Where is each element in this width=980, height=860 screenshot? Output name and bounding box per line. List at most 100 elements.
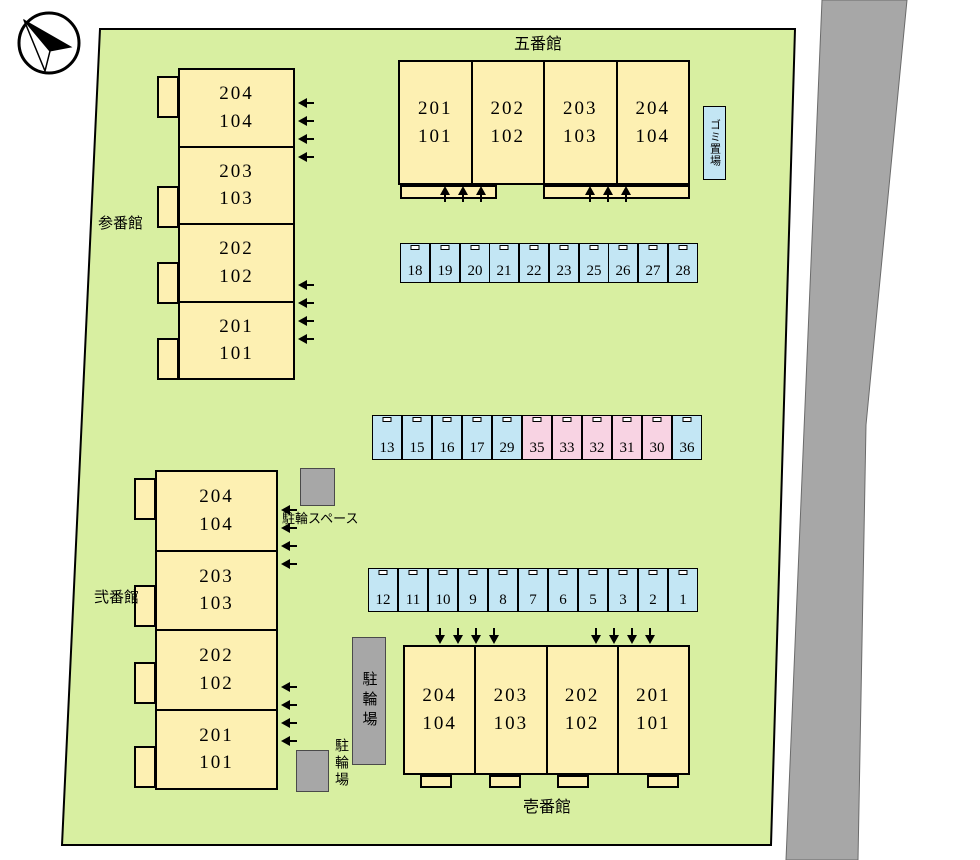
parking-space: 31 <box>612 415 642 460</box>
unit-cell: 201 101 <box>157 708 276 789</box>
parking-space: 12 <box>368 568 398 612</box>
wheel-stop <box>410 245 420 250</box>
entrance-arrow-icon <box>298 116 314 126</box>
parking-number: 8 <box>499 592 507 608</box>
parking-number: 2 <box>649 592 657 608</box>
parking-space: 23 <box>549 243 579 283</box>
entrance-step <box>420 775 452 788</box>
wheel-stop <box>499 245 509 250</box>
wheel-stop <box>589 245 599 250</box>
parking-number: 21 <box>496 263 512 279</box>
wheel-stop <box>618 570 628 575</box>
wheel-stop <box>559 245 569 250</box>
parking-space: 30 <box>642 415 672 460</box>
unit-cell: 203 103 <box>157 549 276 630</box>
wheel-stop <box>592 417 602 422</box>
unit-cell: 204 104 <box>405 647 474 773</box>
unit-cell: 203 103 <box>543 62 616 183</box>
unit-number-upper: 204 <box>199 486 234 508</box>
parking-space: 8 <box>488 568 518 612</box>
parking-number: 26 <box>615 263 631 279</box>
wheel-stop <box>382 417 392 422</box>
unit-number-upper: 202 <box>564 685 600 707</box>
parking-space: 10 <box>428 568 458 612</box>
parking-number: 5 <box>589 592 597 608</box>
entrance-arrow-icon <box>298 334 314 344</box>
building-3: 204 104 203 103 202 102 201 101 <box>178 68 295 380</box>
unit-cell: 204 104 <box>615 62 689 183</box>
unit-number-lower: 104 <box>635 125 670 147</box>
entrance-arrow-icon <box>471 628 481 644</box>
wheel-stop <box>412 417 422 422</box>
entrance-arrow-icon <box>489 628 499 644</box>
entrance-arrow-icon <box>585 186 595 202</box>
unit-number-upper: 201 <box>418 97 453 119</box>
bicycle-space-label: 駐輪スペース <box>282 511 359 526</box>
unit-cell: 204 104 <box>157 472 276 550</box>
wheel-stop <box>470 245 480 250</box>
entrance-arrow-icon <box>298 152 314 162</box>
wheel-stop <box>678 570 688 575</box>
entrance-arrow-icon <box>603 186 613 202</box>
parking-number: 11 <box>405 592 421 608</box>
parking-space: 20 <box>460 243 490 283</box>
wheel-stop <box>678 245 688 250</box>
unit-cell: 202 102 <box>470 62 544 183</box>
unit-number-lower: 102 <box>490 125 525 147</box>
parking-number: 1 <box>679 592 687 608</box>
entrance-arrow-icon <box>298 98 314 108</box>
parking-space: 5 <box>578 568 608 612</box>
entrance-arrow-icon <box>281 736 297 746</box>
bicycle-lot-south-label: 駐輪場 <box>333 738 348 789</box>
wheel-stop <box>440 245 450 250</box>
wheel-stop <box>532 417 542 422</box>
parking-number: 15 <box>409 440 425 456</box>
balcony <box>157 186 179 228</box>
unit-cell: 204 104 <box>180 70 293 146</box>
parking-space: 6 <box>548 568 578 612</box>
unit-number-upper: 203 <box>219 160 254 182</box>
parking-space: 26 <box>608 243 638 283</box>
wheel-stop <box>468 570 478 575</box>
unit-cell: 201 101 <box>400 62 471 183</box>
parking-space: 35 <box>522 415 552 460</box>
unit-number-upper: 203 <box>493 685 529 707</box>
parking-number: 28 <box>675 263 691 279</box>
entrance-step <box>543 185 690 199</box>
bicycle-lot-label: 駐輪場 <box>360 671 377 731</box>
unit-number-upper: 204 <box>635 97 670 119</box>
parking-space: 13 <box>372 415 402 460</box>
parking-number: 27 <box>645 263 661 279</box>
balcony <box>157 262 179 304</box>
entrance-arrow-icon <box>298 134 314 144</box>
garbage-label: ゴミ置場 <box>708 119 721 167</box>
parking-space: 17 <box>462 415 492 460</box>
parking-space: 11 <box>398 568 428 612</box>
wheel-stop <box>648 245 658 250</box>
parking-number: 32 <box>589 440 605 456</box>
wheel-stop <box>442 417 452 422</box>
parking-space: 2 <box>638 568 668 612</box>
unit-number-lower: 104 <box>219 110 254 132</box>
garbage-station: ゴミ置場 <box>703 106 726 180</box>
balcony <box>134 478 156 520</box>
parking-space: 1 <box>668 568 698 612</box>
unit-number-lower: 102 <box>564 713 600 734</box>
unit-number-upper: 201 <box>219 315 254 337</box>
unit-number-lower: 101 <box>418 125 453 147</box>
entrance-arrow-icon <box>627 628 637 644</box>
entrance-arrow-icon <box>281 700 297 710</box>
parking-number: 3 <box>619 592 627 608</box>
building-2-label: 弐番館 <box>94 590 140 606</box>
parking-number: 33 <box>559 440 575 456</box>
parking-space: 19 <box>430 243 460 283</box>
unit-number-lower: 104 <box>422 713 457 734</box>
parking-number: 22 <box>526 263 542 279</box>
parking-number: 19 <box>437 263 453 279</box>
north-compass-icon <box>17 11 81 75</box>
unit-number-lower: 102 <box>199 672 234 694</box>
wheel-stop <box>558 570 568 575</box>
unit-number-upper: 202 <box>219 238 254 260</box>
parking-number: 31 <box>619 440 635 456</box>
entrance-arrow-icon <box>281 559 297 569</box>
